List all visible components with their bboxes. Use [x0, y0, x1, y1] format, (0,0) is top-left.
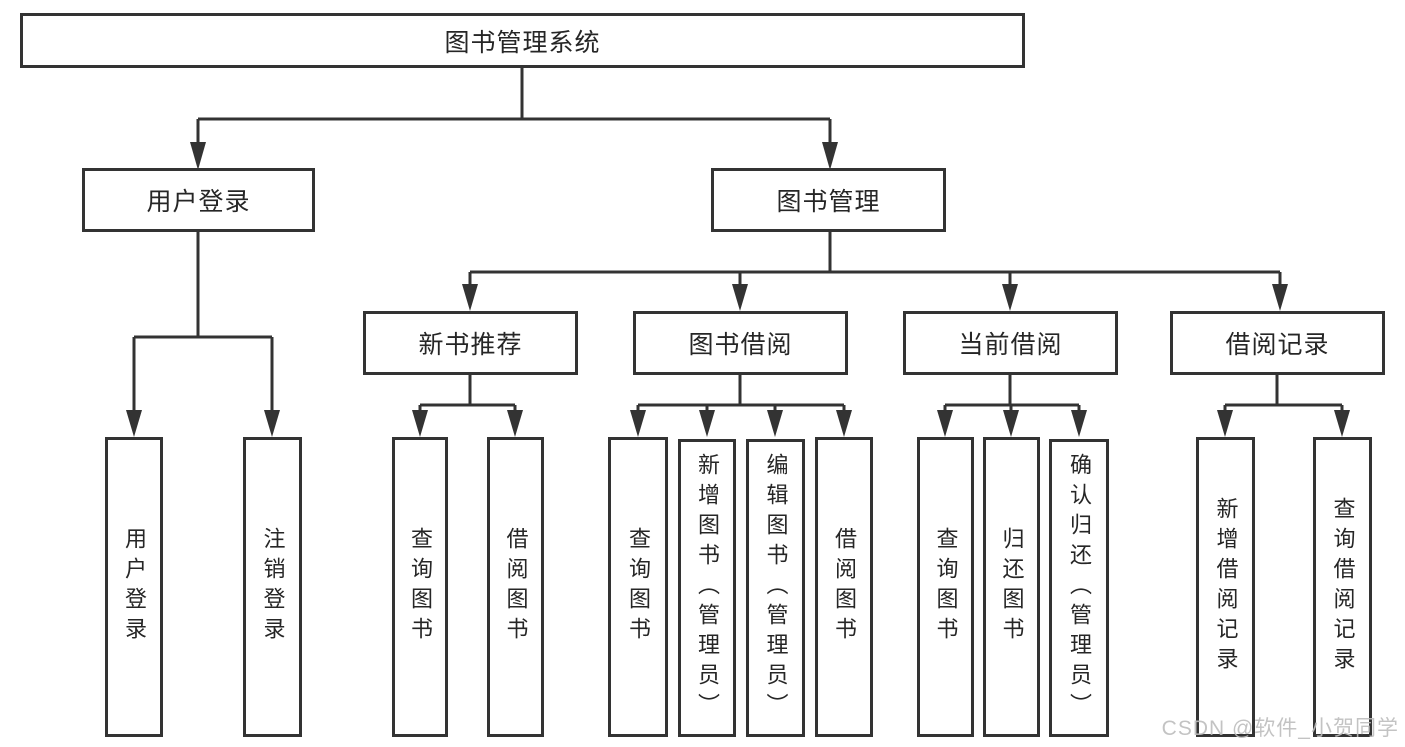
leaf-label: 借阅图书 [832, 527, 857, 647]
arrow-down-icon [507, 410, 523, 437]
node-new-book-recommendation: 新书推荐 [363, 311, 578, 375]
arrow-down-icon [1071, 410, 1087, 437]
arrow-down-icon [630, 410, 646, 437]
node-borrow-books-recommend: 借阅图书 [487, 437, 544, 737]
arrow-down-icon [699, 410, 715, 437]
arrow-down-icon [822, 142, 838, 170]
node-add-borrow-record: 新增借阅记录 [1196, 437, 1255, 737]
arrow-down-icon [1217, 410, 1233, 437]
node-borrowing-records: 借阅记录 [1170, 311, 1385, 375]
node-query-books-borrow: 查询图书 [608, 437, 668, 737]
leaf-label: 编辑图书（管理员） [763, 453, 789, 723]
arrow-down-icon [836, 410, 852, 437]
node-borrow-books-borrow: 借阅图书 [815, 437, 873, 737]
arrow-down-icon [1003, 410, 1019, 437]
arrow-down-icon [462, 284, 478, 311]
arrow-down-icon [412, 410, 428, 437]
leaf-label: 用户登录 [122, 527, 147, 647]
leaf-label: 查询借阅记录 [1330, 497, 1356, 677]
watermark: CSDN @软件_小贺同学 [1161, 717, 1399, 740]
node-edit-book-admin: 编辑图书（管理员） [746, 439, 805, 737]
arrow-down-icon [1334, 410, 1350, 437]
arrow-down-icon [126, 410, 142, 437]
node-library-management-system: 图书管理系统 [20, 13, 1025, 68]
arrow-down-icon [190, 142, 206, 170]
leaf-label: 确认归还（管理员） [1067, 453, 1092, 723]
arrow-down-icon [264, 410, 280, 437]
node-user-login: 用户登录 [105, 437, 163, 737]
leaf-label: 借阅图书 [503, 527, 529, 647]
node-book-borrowing: 图书借阅 [633, 311, 848, 375]
node-return-books: 归还图书 [983, 437, 1040, 737]
leaf-label: 注销登录 [260, 527, 286, 647]
node-user-login-branch: 用户登录 [82, 168, 315, 232]
arrow-down-icon [937, 410, 953, 437]
leaf-label: 新增图书（管理员） [695, 453, 720, 723]
leaf-label: 查询图书 [408, 527, 433, 647]
node-book-management-branch: 图书管理 [711, 168, 946, 232]
node-logout: 注销登录 [243, 437, 302, 737]
arrowheads [126, 142, 1350, 437]
node-query-books-recommend: 查询图书 [392, 437, 448, 737]
arrow-down-icon [767, 410, 783, 437]
leaf-label: 归还图书 [999, 527, 1025, 647]
arrow-down-icon [732, 284, 748, 311]
leaf-label: 查询图书 [626, 527, 651, 647]
leaf-label: 查询图书 [933, 527, 959, 647]
node-query-books-current: 查询图书 [917, 437, 974, 737]
node-confirm-return-admin: 确认归还（管理员） [1049, 439, 1109, 737]
node-add-book-admin: 新增图书（管理员） [678, 439, 736, 737]
connector-lines [132, 68, 1344, 411]
node-query-borrow-record: 查询借阅记录 [1313, 437, 1372, 737]
leaf-label: 新增借阅记录 [1213, 497, 1239, 677]
arrow-down-icon [1002, 284, 1018, 311]
node-current-borrowing: 当前借阅 [903, 311, 1118, 375]
arrow-down-icon [1272, 284, 1288, 311]
